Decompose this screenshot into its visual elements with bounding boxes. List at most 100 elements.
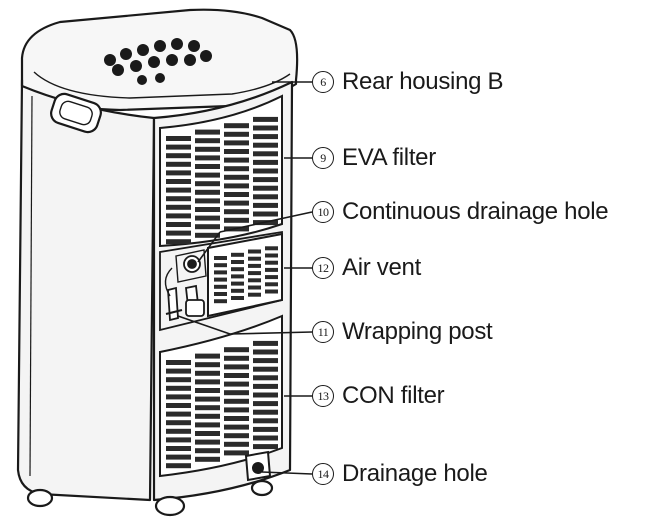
- grille-slot: [253, 435, 278, 441]
- grille-slot: [195, 370, 220, 376]
- grille-slot: [195, 155, 220, 161]
- grille-slot: [195, 181, 220, 187]
- callout-wrapping-post: 11 Wrapping post: [312, 315, 493, 349]
- grille-slot: [166, 213, 191, 219]
- grille-slot: [166, 446, 191, 451]
- grille-slot: [224, 407, 249, 413]
- callout-label: Wrapping post: [342, 318, 493, 345]
- grille-slot: [248, 285, 261, 290]
- callout-number: 13: [312, 385, 334, 407]
- grille-slot: [224, 364, 249, 370]
- grille-slot: [253, 159, 278, 165]
- grille-slot: [248, 278, 261, 283]
- grille-slot: [195, 439, 220, 445]
- side-panel: [16, 78, 156, 502]
- grille-slot: [195, 164, 220, 169]
- grille-slot: [166, 428, 191, 434]
- grille-slot: [224, 157, 249, 163]
- grille-slot: [195, 362, 220, 368]
- grille-slot: [231, 274, 244, 279]
- grille-slot: [195, 448, 220, 454]
- grille-slot: [224, 355, 249, 361]
- grille-slot: [166, 204, 191, 210]
- grille-slot: [253, 168, 278, 174]
- grille-slot: [253, 444, 278, 450]
- grille-slot: [253, 349, 278, 355]
- grille-slot: [265, 275, 278, 280]
- grille-slot: [214, 284, 227, 289]
- callout-number: 12: [312, 257, 334, 279]
- grille-slot: [166, 360, 191, 365]
- grille-slot: [265, 246, 278, 251]
- grille-slot: [224, 217, 249, 223]
- grille-slot: [248, 292, 261, 297]
- grille-slot: [253, 185, 278, 191]
- grille-slot: [248, 249, 261, 254]
- callout-number: 6: [312, 71, 334, 93]
- callout-continuous-drainage-hole: 10 Continuous drainage hole: [312, 195, 609, 229]
- grille-slot: [253, 426, 278, 432]
- grille-slot: [195, 353, 220, 359]
- grille-slot: [195, 413, 220, 419]
- grille-slot: [231, 296, 244, 300]
- grille-slot: [253, 151, 278, 157]
- grille-slot: [253, 358, 278, 364]
- bottom-drainage-hole: [244, 450, 272, 482]
- grille-slot: [195, 207, 220, 212]
- grille-slot: [166, 230, 191, 236]
- grille-slot: [195, 146, 220, 152]
- grille-slot: [195, 172, 220, 178]
- grille-slot: [195, 405, 220, 411]
- grille-slot: [265, 260, 278, 265]
- grille-slot: [224, 166, 249, 172]
- grille-slot: [214, 256, 227, 260]
- grille-slot: [195, 379, 220, 385]
- grille-slot: [224, 416, 249, 421]
- grille-slot: [231, 260, 244, 264]
- grille-slot: [265, 282, 278, 287]
- grille-slot: [166, 403, 191, 408]
- grille-slot: [195, 138, 220, 144]
- grille-slot: [224, 123, 249, 129]
- callout-air-vent: 12 Air vent: [312, 251, 421, 285]
- grille-slot: [231, 288, 244, 293]
- grille-slot: [214, 299, 227, 304]
- grille-slot: [195, 198, 220, 204]
- grille-slot: [265, 267, 278, 272]
- callout-number: 9: [312, 147, 334, 169]
- grille-slot: [195, 232, 220, 238]
- grille-slot: [166, 420, 191, 426]
- grille-slot: [195, 422, 220, 428]
- grille-slot: [166, 153, 191, 159]
- callout-con-filter: 13 CON filter: [312, 379, 445, 413]
- grille-slot: [248, 271, 261, 276]
- grille-slot: [224, 200, 249, 206]
- grille-slot: [224, 433, 249, 439]
- grille-slot: [195, 189, 220, 195]
- grille-slot: [248, 263, 261, 268]
- grille-slot: [253, 401, 278, 407]
- grille-slot: [253, 409, 278, 415]
- grille-slot: [195, 456, 220, 462]
- grille-slot: [195, 215, 220, 221]
- grille-slot: [214, 277, 227, 282]
- callout-rear-housing-b: 6 Rear housing B: [312, 65, 504, 99]
- grille-slot: [224, 149, 249, 154]
- grille-slot: [253, 418, 278, 424]
- grille-slot: [253, 177, 278, 183]
- callout-label: Continuous drainage hole: [342, 198, 609, 225]
- grille-slot: [195, 388, 220, 393]
- grille-slot: [166, 454, 191, 460]
- grille-slot: [166, 463, 191, 469]
- grille-slot: [253, 383, 278, 389]
- grille-slot: [224, 450, 249, 456]
- con-filter-grille: [159, 314, 283, 478]
- grille-slot: [195, 431, 220, 436]
- control-buttons: [104, 38, 212, 85]
- grille-slot: [166, 411, 191, 417]
- grille-slot: [195, 129, 220, 135]
- grille-slot: [224, 424, 249, 430]
- air-vent-grille: [207, 232, 283, 318]
- grille-slot: [253, 340, 278, 346]
